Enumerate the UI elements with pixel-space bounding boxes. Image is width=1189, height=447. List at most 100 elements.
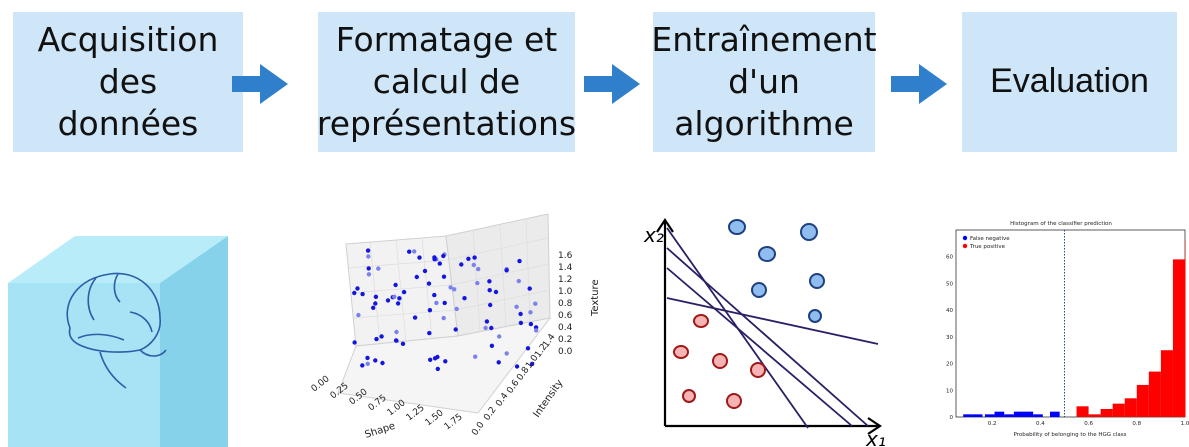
scatter-point <box>453 327 458 332</box>
histogram-chart: Histogram of the classifier prediction 0… <box>946 221 1189 438</box>
x-axis-label: Shape <box>364 421 397 441</box>
histogram-bar <box>963 414 973 417</box>
scatter-point <box>428 357 433 362</box>
scatter-point <box>426 281 432 286</box>
z-tick: 1.6 <box>558 251 573 261</box>
scatter-point <box>360 363 365 368</box>
scatter-3d-plot: 0.00 0.25 0.50 0.75 1.00 1.25 1.50 1.75 … <box>310 213 601 441</box>
brain-outline-icon <box>66 272 167 389</box>
scatter-point <box>397 296 402 301</box>
legend-marker-true-positive <box>962 243 968 249</box>
scatter-point <box>471 262 476 268</box>
scatter-point <box>441 253 446 259</box>
scatter-point <box>373 301 378 306</box>
z-axis-label: Texture <box>590 279 601 317</box>
scatter-point <box>504 268 509 273</box>
histogram-bar <box>1148 371 1161 417</box>
scatter-point <box>427 330 432 336</box>
z-tick: 0.4 <box>558 323 573 333</box>
scatter-point <box>385 298 391 303</box>
scatter-point <box>516 278 521 284</box>
step-box-evaluation: Evaluation <box>962 12 1177 152</box>
y-tick-label: 20 <box>946 362 953 368</box>
step-box-acquisition: Acquisition des données <box>13 12 243 152</box>
y-tick: 0.0 <box>470 420 487 438</box>
scatter-point <box>432 292 437 298</box>
scatter-point <box>373 358 378 363</box>
scatter-point <box>432 356 438 361</box>
x-tick-label: 1.0 <box>1181 421 1189 427</box>
scatter-points <box>352 248 539 372</box>
scatter-point <box>434 300 439 306</box>
legend-label-true-positive: True positive <box>969 244 1006 250</box>
scatter-point <box>395 301 401 306</box>
scatter-point <box>414 274 419 280</box>
histogram-bar <box>1088 414 1101 417</box>
histogram-bar <box>1013 411 1024 417</box>
scatter-point <box>527 286 532 291</box>
scatter-point <box>504 351 509 356</box>
scatter-point <box>365 248 371 253</box>
scatter-point <box>441 315 446 321</box>
z-tick: 0.8 <box>558 299 573 309</box>
scatter-point <box>373 294 379 299</box>
chart-title: Histogram of the classifier prediction <box>1010 221 1112 227</box>
z-tick: 0.2 <box>558 335 572 345</box>
scatter-point <box>518 320 524 326</box>
scatter-point <box>517 258 522 264</box>
scatter-point <box>427 308 433 313</box>
red-class-point <box>682 389 696 403</box>
scatter-point <box>529 361 535 367</box>
scatter-point <box>514 304 519 309</box>
histogram-bar <box>1160 350 1173 417</box>
z-tick: 1.4 <box>558 263 573 273</box>
red-class-point <box>712 353 728 369</box>
z-tick: 0.0 <box>558 347 573 357</box>
scatter-point <box>400 341 406 346</box>
x-tick: 1.75 <box>443 412 465 432</box>
scatter-point <box>534 328 539 333</box>
scatter-point <box>459 262 464 267</box>
scatter-point <box>394 329 399 335</box>
scatter-point <box>484 319 490 324</box>
scatter-point <box>476 266 481 272</box>
scatter-point <box>366 266 371 271</box>
step-box-formatage: Formatage et calcul de représentations <box>317 12 576 152</box>
brain-cube-illustration <box>8 236 228 447</box>
histogram-bar <box>984 414 995 417</box>
blue-class-point <box>758 246 776 262</box>
legend-marker-false-negative <box>962 235 968 241</box>
blue-class-point <box>728 219 746 235</box>
scatter-point <box>352 290 357 296</box>
y-tick-label: 50 <box>946 281 953 287</box>
scatter-point <box>489 343 495 348</box>
scatter-point <box>407 249 412 254</box>
step-box-entrainement: Entraînement d'un algorithme <box>651 12 877 152</box>
scatter-point <box>493 289 499 295</box>
classifier-diagram: x₂ x₁ <box>643 218 886 447</box>
scatter-point <box>401 289 407 295</box>
scatter-point <box>412 315 418 320</box>
legend-label-false-negative: False negative <box>970 236 1010 242</box>
x-tick: 0.00 <box>310 374 332 394</box>
y-tick-label: 40 <box>946 308 953 314</box>
scatter-point <box>379 334 384 339</box>
red-class-point <box>726 393 742 409</box>
scatter-point <box>518 311 523 317</box>
y-tick-label: 60 <box>946 255 953 261</box>
histogram-bar <box>994 411 1005 417</box>
scatter-point <box>392 294 397 299</box>
scatter-point <box>475 280 480 286</box>
scatter-point <box>462 296 467 301</box>
x-tick-label: 0.2 <box>988 421 997 427</box>
scatter-point <box>489 325 494 331</box>
z-tick: 1.2 <box>558 275 572 285</box>
x-tick-label: 0.6 <box>1084 421 1093 427</box>
histogram-bar <box>972 414 983 417</box>
scatter-point <box>473 354 478 359</box>
z-tick: 1.0 <box>558 287 573 297</box>
y-tick-label: 10 <box>946 388 953 394</box>
scatter-point <box>374 336 379 342</box>
histogram-bar <box>1050 411 1060 417</box>
scatter-point <box>443 359 448 364</box>
